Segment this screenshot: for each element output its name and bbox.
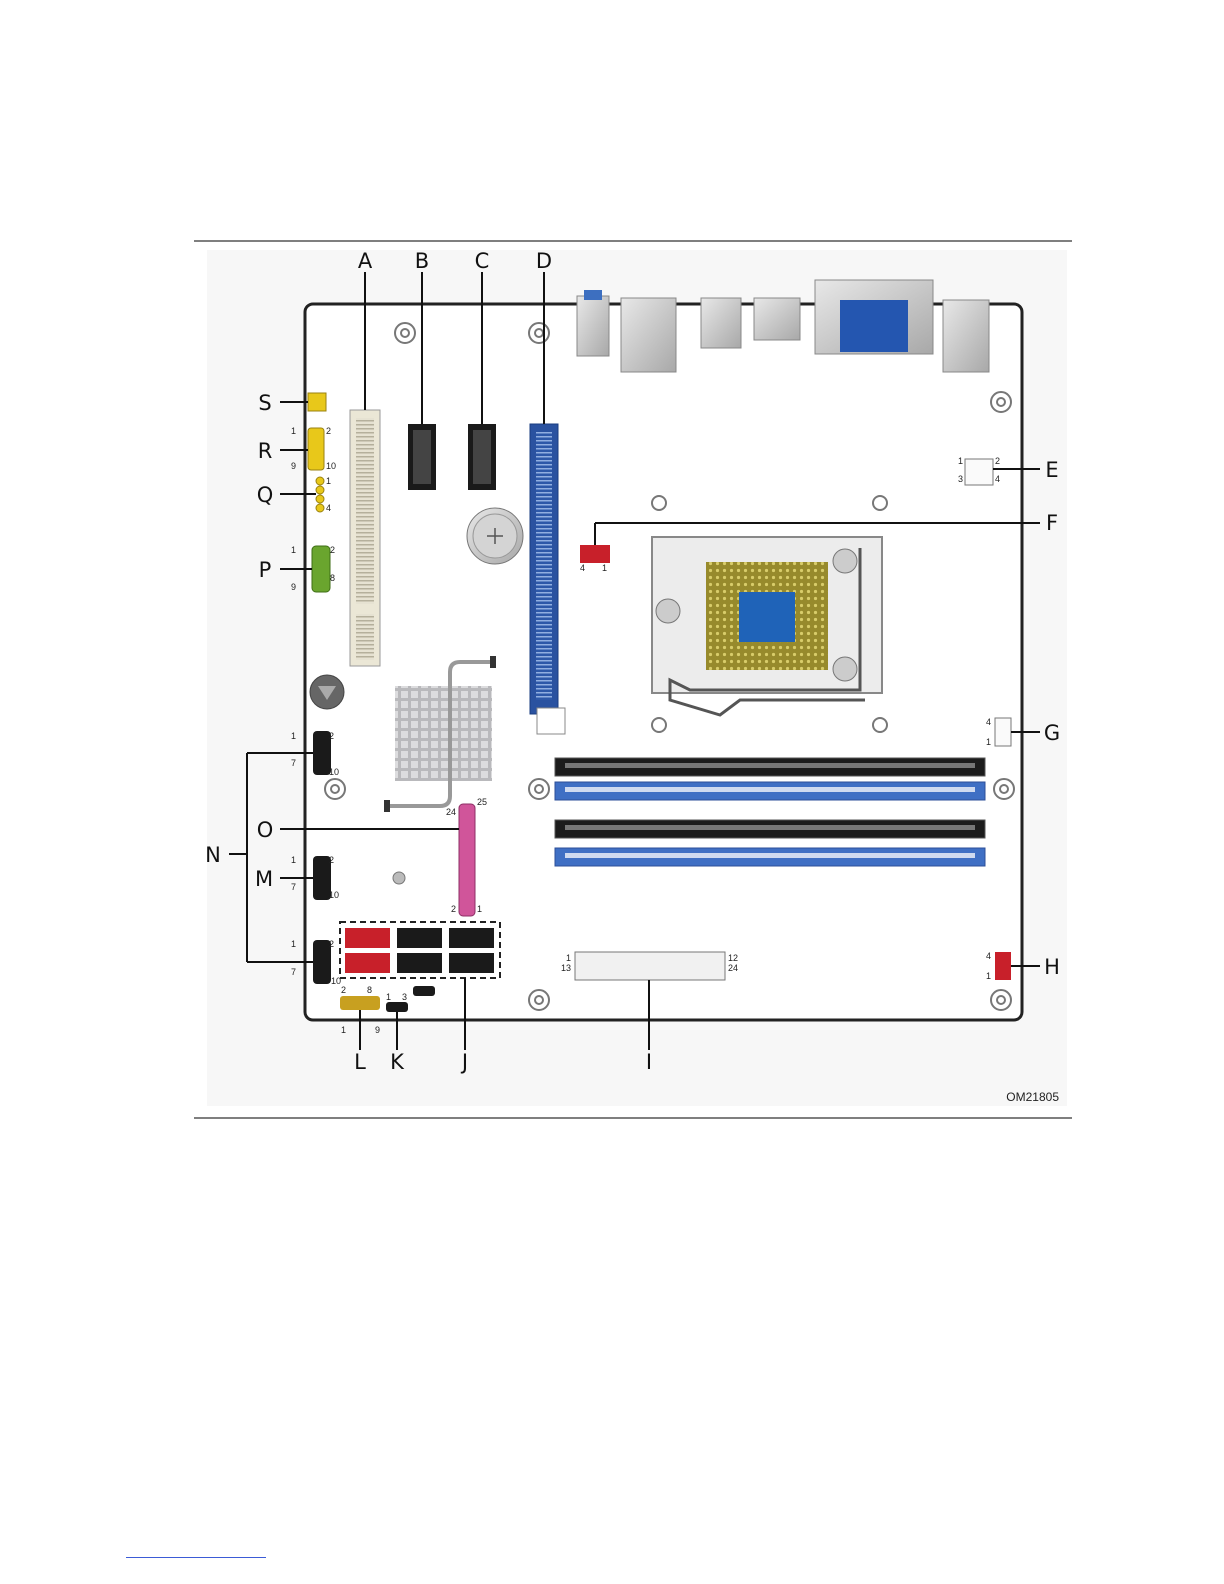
fan-header-h <box>995 952 1011 980</box>
callout-a: A <box>358 249 373 273</box>
pin-label: 3 <box>958 474 963 484</box>
chipset-heatsink <box>395 686 492 781</box>
cpu-socket <box>652 537 882 715</box>
pin-label: 10 <box>326 461 336 471</box>
pin-label: 2 <box>451 904 456 914</box>
pin-label: 24 <box>728 963 738 973</box>
pin-label: 2 <box>329 731 334 741</box>
pcie-x1-slot-b-inner <box>413 430 431 484</box>
callout-f: F <box>1046 511 1058 535</box>
usb-stack-right <box>943 300 989 372</box>
pin-label: 1 <box>291 939 296 949</box>
callout-n: N <box>205 843 221 867</box>
figure-reference-id: OM21805 <box>1006 1090 1059 1104</box>
pin-label: 7 <box>291 882 296 892</box>
pin-label: 1 <box>291 426 296 436</box>
audio-jack-ring <box>584 290 602 300</box>
callout-i: I <box>646 1050 652 1074</box>
header-r <box>308 428 324 470</box>
pin-label: 4 <box>986 717 991 727</box>
pin-label: 10 <box>329 890 339 900</box>
header-s <box>308 393 326 411</box>
callout-e: E <box>1045 458 1058 482</box>
pin-label: 7 <box>291 758 296 768</box>
led-hole <box>393 872 405 884</box>
callout-d: D <box>536 249 552 273</box>
pin-label: 1 <box>986 737 991 747</box>
battery <box>467 508 523 564</box>
pin-label: 25 <box>477 797 487 807</box>
pin-label: 1 <box>291 731 296 741</box>
pin-label: 2 <box>995 456 1000 466</box>
header-k <box>386 1002 408 1012</box>
pin-label: 1 <box>958 456 963 466</box>
pin-label: 3 <box>402 992 407 1002</box>
pin-label: 10 <box>331 976 341 986</box>
pin-label: 2 <box>330 545 335 555</box>
callout-k: K <box>390 1050 405 1074</box>
header-o <box>459 804 475 916</box>
footer-link-underline <box>126 1557 266 1558</box>
callout-q: Q <box>257 483 274 507</box>
callout-r: R <box>258 439 273 463</box>
pin-label: 2 <box>329 939 334 949</box>
header-p <box>312 546 330 592</box>
callout-o: O <box>257 818 274 842</box>
pcie-x1-slot-c-inner <box>473 430 491 484</box>
pin-label: 2 <box>329 855 334 865</box>
pin-label: 8 <box>367 985 372 995</box>
usb-lan-stack <box>621 298 676 372</box>
callout-l: L <box>354 1050 366 1074</box>
pci-slot <box>350 410 380 666</box>
pin-label: 1 <box>602 563 607 573</box>
pin-label: 13 <box>561 963 571 973</box>
callout-b: B <box>415 249 429 273</box>
pin-label: 1 <box>477 904 482 914</box>
pin-label: 1 <box>291 855 296 865</box>
hdmi-port <box>754 298 800 340</box>
atx-power-connector <box>575 952 725 980</box>
callout-s: S <box>258 391 271 415</box>
pin-label: 1 <box>386 992 391 1002</box>
pin-label: 9 <box>375 1025 380 1035</box>
pin-label: 1 <box>986 971 991 981</box>
callout-g: G <box>1044 721 1060 745</box>
pin-label: 1 <box>326 476 331 486</box>
pin-label: 2 <box>341 985 346 995</box>
pin-label: 24 <box>446 807 456 817</box>
pin-label: 9 <box>291 461 296 471</box>
pin-label: 4 <box>986 951 991 961</box>
callout-h: H <box>1044 955 1060 979</box>
pin-label: 4 <box>995 474 1000 484</box>
header-k-extra <box>413 986 435 996</box>
usb3-stack <box>701 298 741 348</box>
pin-label: 9 <box>291 582 296 592</box>
cpu-fan-header <box>580 545 610 563</box>
pin-label: 1 <box>341 1025 346 1035</box>
pin-label: 1 <box>291 545 296 555</box>
audio-jack <box>577 296 609 356</box>
pin-label: 2 <box>326 426 331 436</box>
callout-c: C <box>475 249 490 273</box>
pin-label: 4 <box>326 503 331 513</box>
pin-label: 7 <box>291 967 296 977</box>
header-l <box>340 996 380 1010</box>
callout-j: J <box>460 1050 468 1074</box>
pin-label: 8 <box>330 573 335 583</box>
pin-label: 10 <box>329 767 339 777</box>
callout-m: M <box>255 867 273 891</box>
pin-label: 12 <box>728 953 738 963</box>
vga-dvi-blue <box>840 300 908 352</box>
callout-p: P <box>259 558 272 582</box>
pin-label: 1 <box>566 953 571 963</box>
pin-label: 4 <box>580 563 585 573</box>
fan-header-g <box>995 718 1011 746</box>
atx12v-connector <box>965 459 993 485</box>
